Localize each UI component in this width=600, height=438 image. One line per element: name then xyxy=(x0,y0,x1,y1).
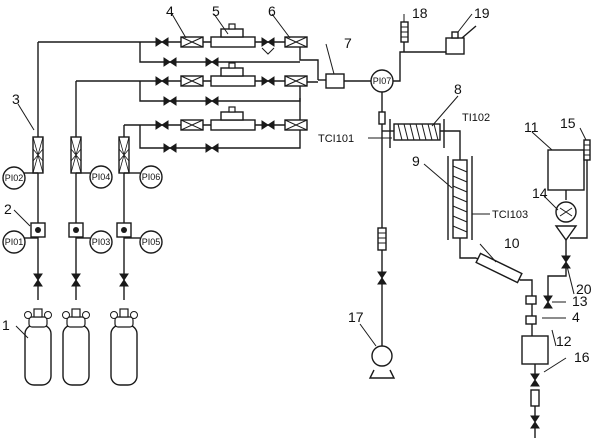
leader-lines xyxy=(13,13,587,373)
gauge-pi04: PI04 xyxy=(89,165,113,189)
pump-line xyxy=(368,111,396,379)
svg-text:PI05: PI05 xyxy=(142,237,161,247)
row-1-components xyxy=(155,23,308,67)
label-tci103: TCI103 xyxy=(492,209,528,221)
label-6: 6 xyxy=(268,3,276,19)
gauge-pi05: PI05 xyxy=(139,230,163,254)
gas-cylinder xyxy=(109,308,139,386)
label-4-lower: 4 xyxy=(572,309,580,325)
valve-20 xyxy=(543,255,571,309)
instrument-labels: TCI101 TI102 TCI103 xyxy=(318,112,528,221)
bypass-valve-icon[interactable] xyxy=(205,57,219,67)
label-13: 13 xyxy=(572,293,588,309)
label-3: 3 xyxy=(12,91,20,107)
filter-icon xyxy=(180,36,204,48)
filter-icon xyxy=(70,136,82,174)
collector-12 xyxy=(521,295,549,374)
valve-icon[interactable] xyxy=(155,76,169,86)
filter-icon xyxy=(180,75,204,87)
svg-text:PI07: PI07 xyxy=(373,76,392,86)
svg-text:PI03: PI03 xyxy=(92,237,111,247)
reactor xyxy=(447,156,476,259)
label-16: 16 xyxy=(574,349,590,365)
label-8: 8 xyxy=(454,81,462,97)
valve-icon[interactable] xyxy=(71,273,81,287)
valve-icon[interactable] xyxy=(261,76,275,86)
cylinder-column-3 xyxy=(109,128,140,386)
label-14: 14 xyxy=(532,185,548,201)
valve-icon[interactable] xyxy=(155,120,169,130)
filter-icon xyxy=(284,36,308,48)
gauge-pi01: PI01 xyxy=(2,230,26,254)
valve-icon[interactable] xyxy=(33,273,43,287)
row-2-components xyxy=(155,62,308,106)
row-3-components xyxy=(155,106,308,153)
label-2: 2 xyxy=(4,201,12,217)
gas-line-row-1 xyxy=(37,41,319,125)
label-tci101: TCI101 xyxy=(318,133,354,145)
bypass-valve-icon[interactable] xyxy=(205,143,219,153)
label-10: 10 xyxy=(504,235,520,251)
mass-flow-controller xyxy=(210,62,256,87)
filter-icon xyxy=(118,136,130,174)
valve-icon[interactable] xyxy=(261,37,275,47)
svg-text:PI02: PI02 xyxy=(5,173,24,183)
bypass-valve-icon[interactable] xyxy=(163,57,177,67)
label-4: 4 xyxy=(166,3,174,19)
gauge-pi03: PI03 xyxy=(89,230,113,254)
cylinder-column-2 xyxy=(61,125,91,386)
bypass-valve-icon[interactable] xyxy=(205,96,219,106)
valve-icon[interactable] xyxy=(261,120,275,130)
gas-cylinder xyxy=(61,308,91,386)
blower-14 xyxy=(554,201,578,256)
gauge-pi02: PI02 xyxy=(2,166,26,190)
filter-icon xyxy=(284,119,308,131)
label-7: 7 xyxy=(344,35,352,51)
component-19 xyxy=(445,25,477,55)
gauge-pi07: PI07 xyxy=(370,69,394,93)
filter-icon xyxy=(32,136,44,174)
mass-flow-controller xyxy=(210,106,256,131)
svg-text:PI06: PI06 xyxy=(142,172,161,182)
filter-icon xyxy=(180,119,204,131)
component-labels: 1 2 3 4 5 6 7 8 9 10 11 12 13 14 15 16 1… xyxy=(2,3,592,365)
outlet-16 xyxy=(530,373,540,438)
label-12: 12 xyxy=(556,333,572,349)
svg-text:PI04: PI04 xyxy=(92,172,111,182)
gas-cylinder xyxy=(23,308,53,386)
gas-line-row-2 xyxy=(75,80,318,125)
valve-icon[interactable] xyxy=(543,295,553,309)
gauge-pi06: PI06 xyxy=(139,165,163,189)
label-1: 1 xyxy=(2,317,10,333)
label-17: 17 xyxy=(348,309,364,325)
valve-icon[interactable] xyxy=(377,271,387,285)
label-9: 9 xyxy=(412,153,420,169)
label-5: 5 xyxy=(212,3,220,19)
valve-icon[interactable] xyxy=(530,373,540,387)
pump xyxy=(371,345,393,367)
gas-mixer xyxy=(318,21,458,120)
gauge-15 xyxy=(570,139,591,239)
valve-icon[interactable] xyxy=(155,37,169,47)
bypass-valve-icon[interactable] xyxy=(163,143,177,153)
preheater xyxy=(382,119,461,160)
label-20: 20 xyxy=(576,281,592,297)
filter-icon xyxy=(284,75,308,87)
valve-icon[interactable] xyxy=(530,415,540,429)
cylinder-column-1 xyxy=(23,125,53,386)
check-valve-icon xyxy=(261,47,275,55)
label-18: 18 xyxy=(412,5,428,21)
label-15: 15 xyxy=(560,115,576,131)
label-ti102: TI102 xyxy=(462,112,490,124)
condenser xyxy=(475,252,533,330)
mass-flow-controller xyxy=(210,23,256,48)
tank-11 xyxy=(547,149,585,200)
label-11: 11 xyxy=(524,119,539,135)
svg-text:PI01: PI01 xyxy=(5,237,24,247)
valve-icon[interactable] xyxy=(119,273,129,287)
bypass-valve-icon[interactable] xyxy=(163,96,177,106)
label-19: 19 xyxy=(474,5,490,21)
